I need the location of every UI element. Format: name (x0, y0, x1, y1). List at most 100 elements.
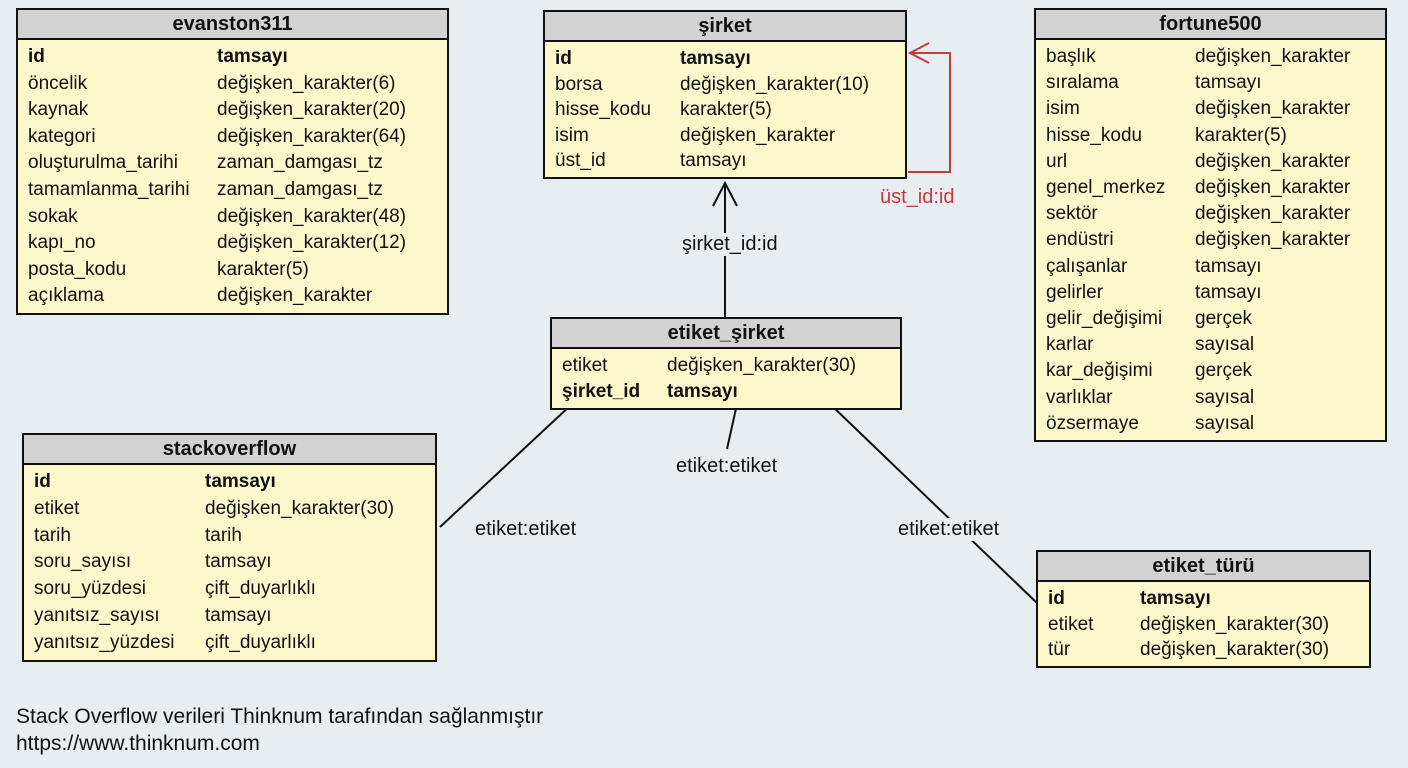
column-field: gelirler (1046, 281, 1104, 303)
column-field: soru_yüzdesi (34, 578, 146, 600)
column-field: hisse_kodu (555, 99, 652, 120)
column-field: borsa (555, 73, 603, 95)
arrowhead-left-red-icon (907, 42, 930, 64)
table-row: kar_değişimi gerçek (1036, 358, 1385, 384)
column-field: isim (1046, 98, 1080, 120)
relation-label-etiket-middle: etiket:etiket (672, 455, 782, 478)
relation-label-ust-id: üst_id:id (876, 186, 959, 209)
column-type: değişken_karakter(20) (217, 99, 407, 121)
column-type: değişken_karakter (1195, 229, 1351, 251)
credit-text: Stack Overflow verileri Thinknum tarafın… (16, 705, 544, 728)
column-field: açıklama (28, 285, 105, 307)
footer-credit: Stack Overflow verileri Thinknum tarafın… (16, 703, 543, 757)
column-field: şirket_id (562, 381, 641, 402)
column-field: kapı_no (28, 232, 96, 254)
relation-label-etiket-left: etiket:etiket (471, 518, 581, 541)
relation-line-etiket-to-stackoverflow (439, 403, 573, 528)
column-field: etiket (562, 355, 608, 376)
column-type: değişken_karakter(30) (1140, 613, 1330, 635)
column-field: tarih (34, 524, 71, 546)
column-type: gerçek (1195, 360, 1253, 382)
arrowhead-up-icon (712, 180, 738, 207)
table-row: sokak değişken_karakter(48) (18, 204, 447, 231)
table-row: sektör değişken_karakter (1036, 201, 1385, 227)
column-type: tamsayı (680, 150, 747, 171)
column-field: oluşturulma_tarihi (28, 152, 178, 174)
column-field: sıralama (1046, 72, 1119, 94)
column-type: sayısal (1195, 334, 1255, 356)
column-field: kar_değişimi (1046, 360, 1153, 382)
table-row: kapı_no değişken_karakter(12) (18, 230, 447, 257)
column-type: tarih (205, 524, 242, 546)
column-field: yanıtsız_sayısı (34, 604, 160, 626)
column-type: tamsayı (1195, 281, 1262, 303)
column-field: etiket (34, 497, 80, 519)
column-field: sokak (28, 205, 78, 227)
column-field: gelir_değişimi (1046, 308, 1163, 330)
table-row: gelir_değişimi gerçek (1036, 306, 1385, 332)
column-type: değişken_karakter(30) (1140, 639, 1330, 660)
column-type: çift_duyarlıklı (205, 631, 316, 653)
column-field: isim (555, 124, 589, 146)
column-type: zaman_damgası_tz (217, 178, 383, 200)
table-title: evanston311 (18, 10, 447, 40)
column-field: posta_kodu (28, 258, 127, 280)
column-field: yanıtsız_yüzdesi (34, 631, 175, 653)
column-type: tamsayı (205, 551, 272, 573)
column-type: karakter(5) (217, 258, 309, 280)
column-type: sayısal (1195, 412, 1255, 434)
column-type: tamsayı (1195, 255, 1262, 277)
column-type: sayısal (1195, 386, 1255, 408)
column-type: değişken_karakter (1195, 203, 1351, 225)
table-title: stackoverflow (24, 435, 435, 465)
column-field: hisse_kodu (1046, 124, 1143, 146)
column-type: değişken_karakter(64) (217, 125, 407, 147)
table-row: varlıklar sayısal (1036, 385, 1385, 411)
relation-label-sirket-id: şirket_id:id (678, 233, 782, 256)
relation-line-sirket-self-reference (908, 52, 951, 173)
table-row: tarih tarih (24, 523, 435, 550)
table-row: sıralama tamsayı (1036, 70, 1385, 96)
column-type: gerçek (1195, 308, 1253, 330)
column-type: tamsayı (667, 381, 738, 402)
column-type: değişken_karakter (217, 285, 373, 307)
table-title: etiket_şirket (552, 319, 900, 349)
column-field: url (1046, 150, 1068, 172)
column-type: değişken_karakter(12) (217, 232, 407, 254)
column-type: tamsayı (1195, 72, 1262, 94)
column-type: değişken_karakter(48) (217, 205, 407, 227)
column-field: varlıklar (1046, 386, 1113, 408)
column-field: sektör (1046, 203, 1098, 225)
column-field: id (28, 46, 45, 67)
